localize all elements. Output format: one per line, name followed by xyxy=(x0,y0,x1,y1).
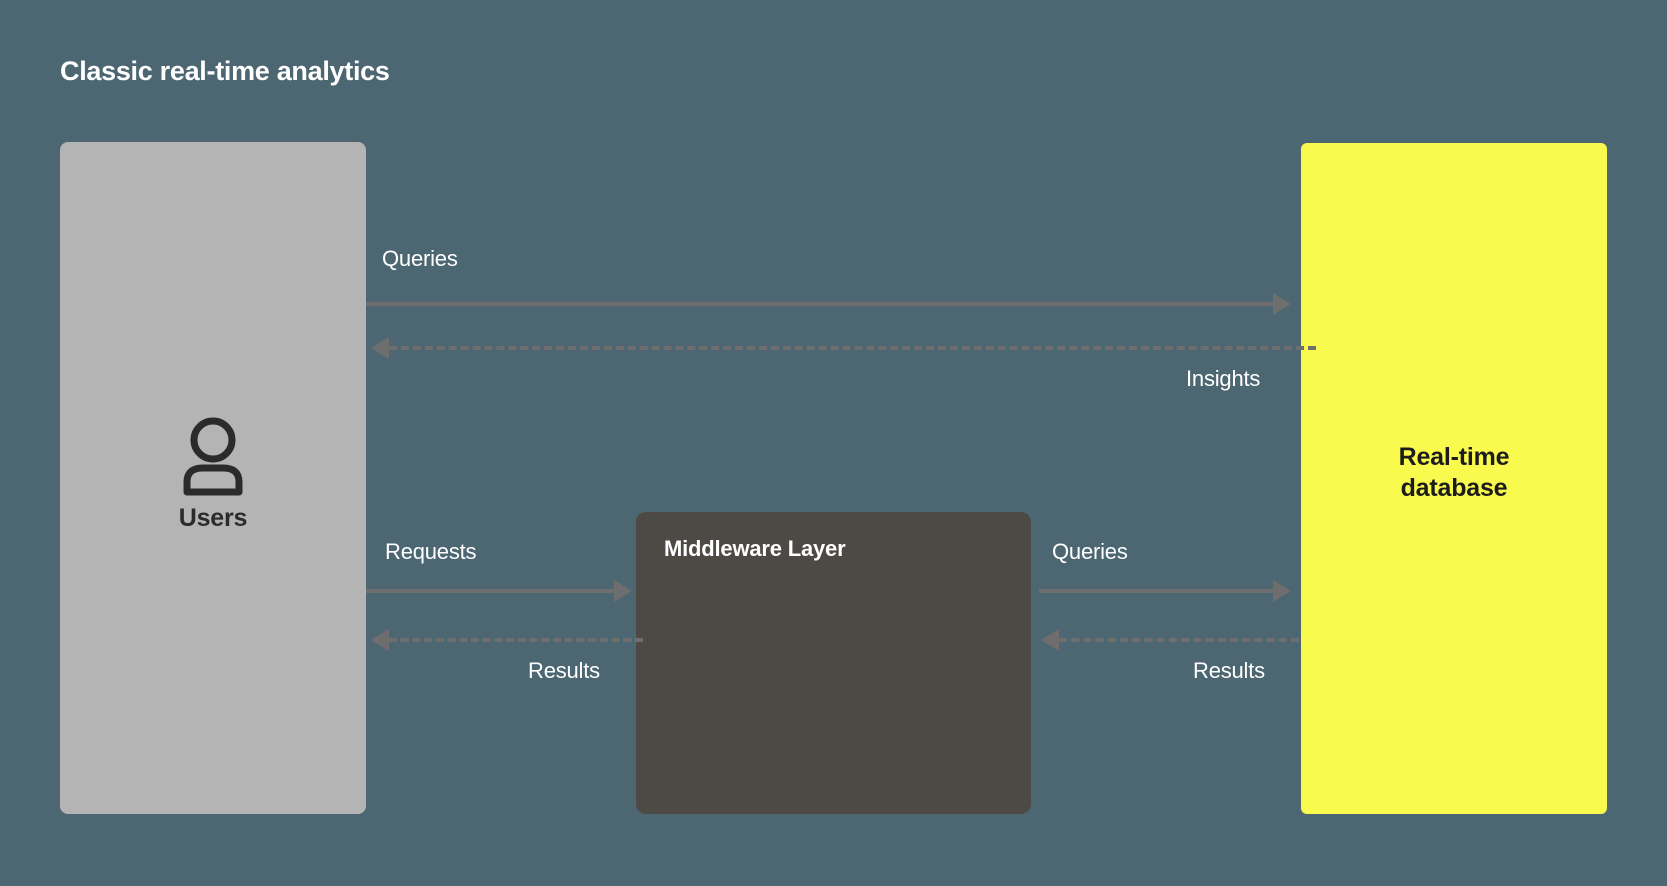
users-content: Users xyxy=(60,416,366,533)
edge-line xyxy=(366,302,1273,306)
database-label: Real-time database xyxy=(1301,442,1607,505)
edge-results-middleware-to-users xyxy=(371,627,643,653)
edge-line-dashed xyxy=(1059,638,1299,642)
edge-requests-users-to-middleware xyxy=(366,578,632,604)
users-label: Users xyxy=(178,504,248,532)
edge-line-dashed xyxy=(389,346,1316,350)
edge-results-database-to-middleware xyxy=(1041,627,1299,653)
node-middleware-layer[interactable]: Middleware Layer xyxy=(636,512,1031,814)
arrow-head-right-icon xyxy=(614,580,632,602)
edge-label-queries-top: Queries xyxy=(382,246,458,271)
edge-queries-users-to-database xyxy=(366,291,1291,317)
edge-line xyxy=(1039,589,1273,593)
edge-label-results-left: Results xyxy=(528,658,600,683)
edge-label-insights: Insights xyxy=(1186,366,1261,391)
edge-label-requests: Requests xyxy=(385,539,477,564)
edge-label-queries-right: Queries xyxy=(1052,539,1128,564)
node-users[interactable]: Users xyxy=(60,142,366,814)
edge-insights-database-to-users xyxy=(371,335,1316,361)
arrow-head-right-icon xyxy=(1273,293,1291,315)
database-label-line1: Real-time xyxy=(1398,443,1510,471)
user-icon xyxy=(183,417,243,496)
edge-line-dashed xyxy=(389,638,643,642)
edge-line xyxy=(366,589,614,593)
arrow-head-left-icon xyxy=(1041,629,1059,651)
arrow-head-left-icon xyxy=(371,337,389,359)
arrow-head-right-icon xyxy=(1273,580,1291,602)
node-realtime-database[interactable]: Real-time database xyxy=(1301,143,1607,814)
database-label-line2: database xyxy=(1400,474,1508,503)
middleware-label: Middleware Layer xyxy=(664,536,846,561)
page-title: Classic real-time analytics xyxy=(60,56,390,86)
edge-queries-middleware-to-database xyxy=(1039,578,1291,604)
arrow-head-left-icon xyxy=(371,629,389,651)
edge-label-results-right: Results xyxy=(1193,658,1265,683)
